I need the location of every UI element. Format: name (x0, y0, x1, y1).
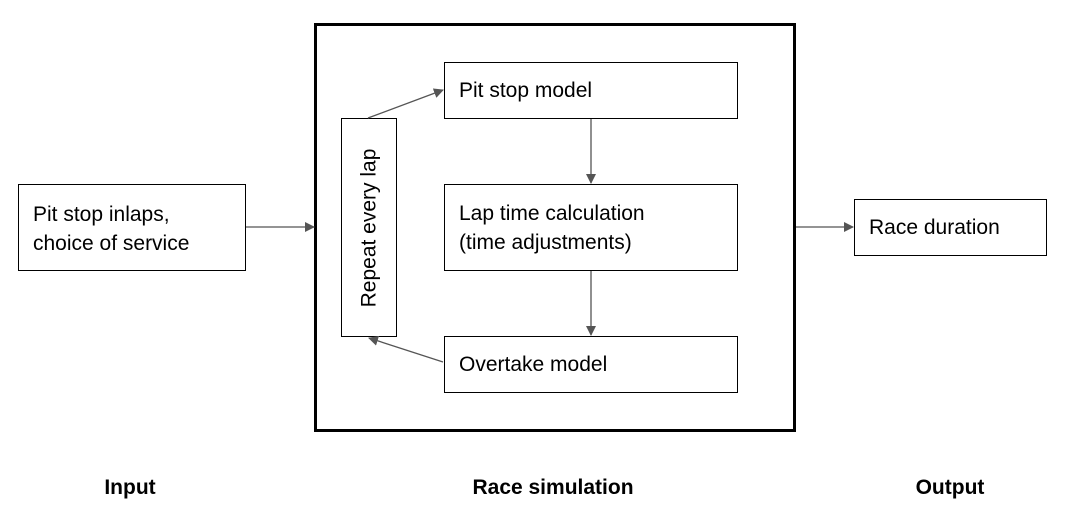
arrow-overtake-to-repeat (368, 336, 444, 363)
arrow-repeat-to-pit-stop (367, 88, 444, 119)
overtake-model-label: Overtake model (459, 353, 608, 376)
lap-time-calculation-box: Lap time calculation (time adjustments) (444, 184, 738, 271)
pit-stop-model-box: Pit stop model (444, 62, 738, 119)
input-section-label: Input (104, 476, 156, 499)
race-duration-label: Race duration (869, 216, 1000, 239)
pit-stop-model-label: Pit stop model (459, 79, 593, 102)
repeat-every-lap-box: Repeat every lap (341, 118, 397, 337)
lap-time-line1: Lap time calculation (459, 202, 645, 225)
output-section-label: Output (915, 476, 985, 499)
race-simulation-section-label: Race simulation (472, 476, 634, 499)
input-box-line1: Pit stop inlaps, (33, 203, 170, 226)
race-duration-box: Race duration (854, 199, 1047, 256)
overtake-model-box: Overtake model (444, 336, 738, 393)
race-simulation-frame (314, 23, 796, 432)
lap-time-line2: (time adjustments) (459, 231, 632, 254)
input-box: Pit stop inlaps, choice of service (18, 184, 246, 271)
input-box-line2: choice of service (33, 232, 190, 255)
